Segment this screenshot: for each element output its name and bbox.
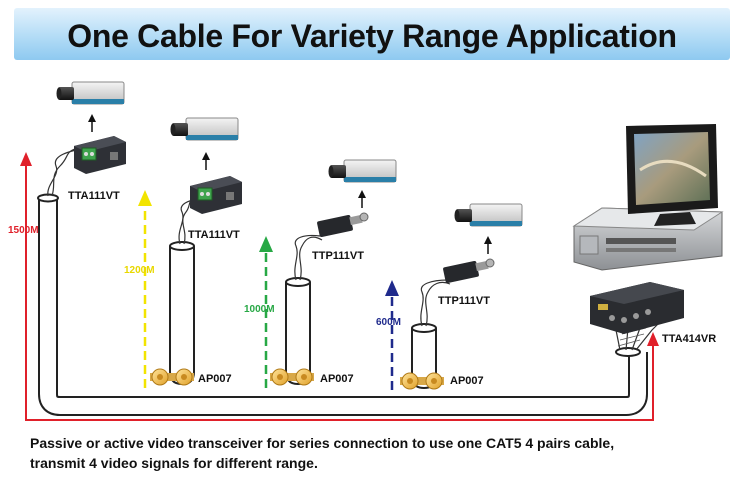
signal-up-arrow-icon [202, 152, 210, 170]
label-ttp111vt-1: TTP111VT [312, 250, 364, 262]
label-ttp111vt-2: TTP111VT [438, 295, 490, 307]
twisted-pair-lead [420, 279, 449, 327]
label-ap007-2: AP007 [320, 373, 354, 385]
twisted-pair-lead [294, 234, 321, 281]
tta111vt-transceiver-icon [74, 136, 126, 174]
camera-icon [170, 117, 239, 141]
signal-up-arrow-icon [484, 236, 492, 254]
signal-up-arrow-icon [358, 190, 366, 208]
caption-line-2: transmit 4 video signals for different r… [30, 455, 318, 471]
tta111vt-transceiver-icon [190, 176, 242, 214]
dvr-rack-icon [572, 207, 724, 271]
twisted-pair-lead [299, 236, 323, 281]
twisted-pair-lead [425, 281, 451, 327]
twisted-pair-lead [47, 149, 77, 197]
caption: Passive or active video transceiver for … [30, 433, 745, 473]
caption-line-1: Passive or active video transceiver for … [30, 435, 615, 451]
distance-label-600: 600M [376, 317, 401, 328]
page-title: One Cable For Variety Range Application [67, 18, 677, 54]
label-tta111vt-1: TTA111VT [68, 190, 120, 202]
distance-label-1500: 1500M [8, 225, 39, 236]
distance-label-1000: 1000M [244, 304, 275, 315]
camera-icon [56, 81, 125, 105]
distance-arrow-1200 [138, 190, 152, 388]
title-banner: One Cable For Variety Range Application [14, 8, 730, 60]
ap007-connector-icon [270, 368, 314, 386]
ap007-connector-icon [150, 368, 194, 386]
distance-arrow-1000 [259, 236, 273, 388]
branch-cable-1000 [285, 277, 311, 386]
label-ap007-1: AP007 [198, 373, 232, 385]
camera-icon [454, 203, 523, 227]
label-tta414vr: TTA414VR [662, 333, 716, 345]
ttp111vt-transceiver-icon [317, 212, 369, 237]
tta414vr-receiver-icon [590, 282, 684, 334]
monitor-icon [626, 124, 718, 226]
ap007-connector-icon [400, 372, 444, 390]
twisted-pair-lead [178, 199, 197, 245]
twisted-pair-lead [51, 147, 79, 197]
ttp111vt-transceiver-icon [443, 258, 495, 283]
distance-label-1200: 1200M [124, 265, 155, 276]
distance-arrow-600 [385, 280, 399, 390]
camera-icon [328, 159, 397, 183]
distance-arrow-1500 [20, 152, 659, 421]
branch-cable-1200 [169, 241, 195, 386]
label-ap007-3: AP007 [450, 375, 484, 387]
label-tta111vt-2: TTA111VT [188, 229, 240, 241]
signal-up-arrow-icon [88, 114, 96, 132]
cat5-main-cable-inner [40, 198, 646, 414]
